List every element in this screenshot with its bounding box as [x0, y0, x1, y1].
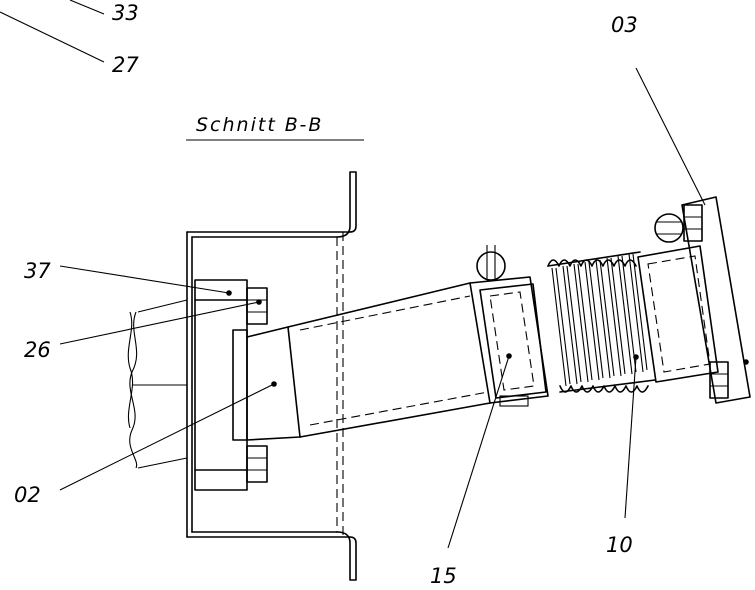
label-26: 26	[24, 338, 51, 362]
bellows-hose	[547, 251, 656, 393]
label-33: 33	[112, 1, 139, 25]
pipe-stub	[246, 282, 491, 441]
label-02: 02	[14, 483, 41, 507]
label-27: 27	[112, 53, 139, 77]
label-37: 37	[24, 259, 51, 283]
frame-section-broken	[127, 299, 188, 469]
label-03: 03	[611, 13, 638, 37]
leader-lines	[59, 67, 706, 549]
leaders-top-left	[0, 0, 105, 63]
mounting-bracket	[186, 171, 357, 581]
label-15: 15	[430, 564, 457, 588]
outer-flange	[637, 196, 751, 404]
label-10: 10	[606, 533, 633, 557]
clamp-block	[194, 279, 268, 491]
hose-clamp	[469, 245, 549, 407]
section-title: Schnitt B-B	[196, 114, 323, 136]
